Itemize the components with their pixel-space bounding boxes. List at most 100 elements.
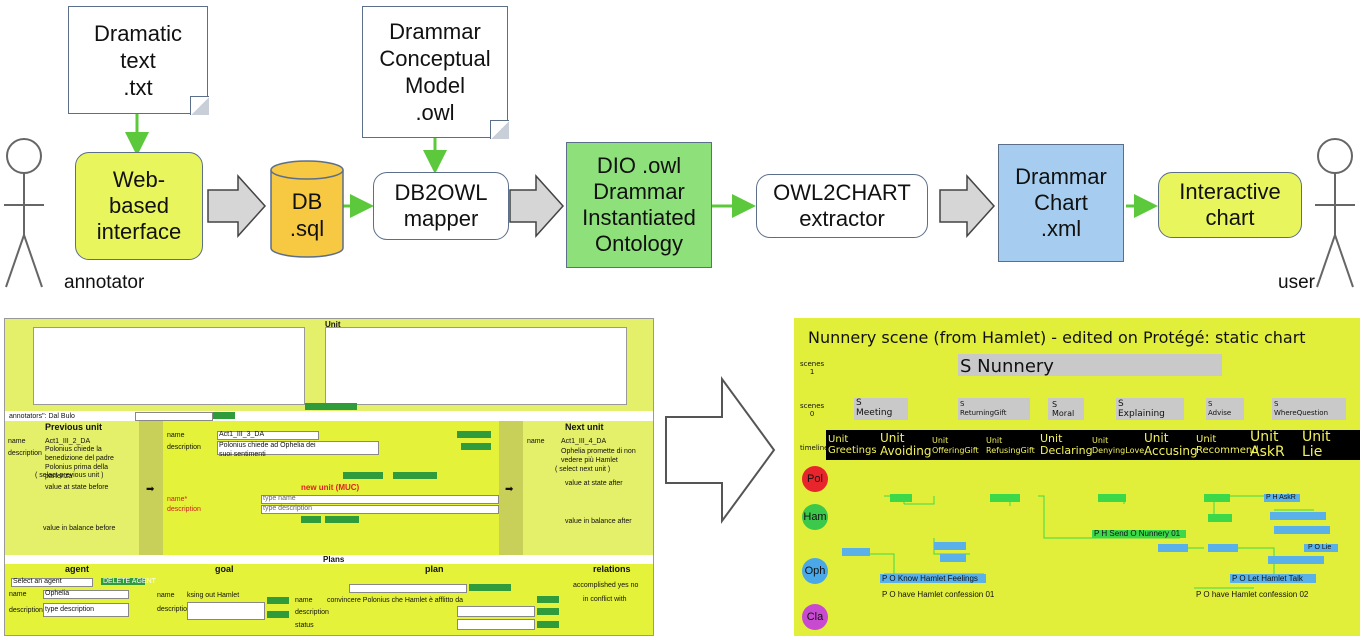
- delete-agent-label: DELETE AGENT: [103, 578, 156, 585]
- select-next[interactable]: ( select next unit ): [555, 466, 611, 473]
- next-name: Act1_III_4_DA: [561, 438, 607, 445]
- next-name-label: name: [527, 438, 545, 445]
- cur-name: Act1_III_3_DA: [219, 431, 265, 438]
- plan-select[interactable]: [349, 584, 467, 593]
- cur-update-2[interactable]: [461, 443, 491, 450]
- timeline-bar: [826, 430, 1360, 460]
- unit-green-button[interactable]: [305, 403, 357, 410]
- oph-bar-5: [1208, 544, 1238, 552]
- subscene-box-3: [1116, 398, 1184, 420]
- next-desc: Ophelia promette di non vedere più Hamle…: [561, 448, 636, 464]
- web-interface-label: Web- based interface: [96, 167, 182, 244]
- interactive-chart-box: Interactive chart: [1158, 172, 1302, 238]
- plan-delete-btn[interactable]: [469, 584, 511, 591]
- next-unit-panel: [523, 421, 653, 561]
- agent-select-label: Select an agent: [13, 578, 62, 585]
- ham-event-5: [1208, 514, 1232, 522]
- unit-text-right: [325, 327, 627, 405]
- plan-header: plan: [425, 564, 444, 574]
- agent-name-value: Ophelia: [45, 590, 70, 597]
- new-clear-btn[interactable]: [301, 516, 321, 523]
- chart-xml-label: Drammar Chart .xml: [1015, 164, 1107, 241]
- plan-field-1[interactable]: [457, 606, 535, 617]
- annotator-input[interactable]: [135, 412, 213, 421]
- goal-name-label: name: [157, 592, 175, 599]
- unit-7: Unit Recommend: [1196, 434, 1259, 456]
- ham-ask-bar: [1264, 494, 1300, 502]
- goal-header: goal: [215, 564, 234, 574]
- unit-2: Unit OfferingGift: [932, 436, 979, 455]
- prev-arrow[interactable]: ➡: [146, 484, 155, 495]
- new-name-field[interactable]: [261, 495, 499, 504]
- dramatic-text-doc: Dramatic text .txt: [68, 6, 209, 115]
- ham-ask-label: P H AskR: [1266, 494, 1296, 501]
- scenes0-label: scenes 0: [800, 402, 825, 418]
- goal-update-2[interactable]: [267, 611, 289, 618]
- interactive-chart-label: Interactive chart: [1179, 179, 1281, 230]
- agent-select[interactable]: [11, 578, 93, 587]
- previous-unit-header: Previous unit: [45, 422, 103, 432]
- know-feelings-label: P O Know Hamlet Feelings: [882, 574, 978, 583]
- ham-bar-3: [1274, 526, 1330, 534]
- agent-cla: Cla: [802, 604, 828, 630]
- scenes1-label: scenes 1: [800, 360, 825, 376]
- plan-update-2[interactable]: [537, 608, 559, 615]
- unit-5: Unit DenyingLove: [1092, 436, 1145, 455]
- plan-update-3[interactable]: [537, 621, 559, 628]
- goal-desc-label: description: [157, 606, 191, 613]
- o-lie-label: P O Lie: [1308, 544, 1332, 551]
- chart-xml-box: Drammar Chart .xml: [998, 144, 1124, 262]
- plan-update-1[interactable]: [537, 596, 559, 603]
- unit-3: Unit RefusingGift: [986, 436, 1035, 455]
- oph-bar-3: [940, 554, 966, 562]
- cur-desc-field[interactable]: [217, 441, 379, 455]
- plans-header: Plans: [323, 555, 345, 564]
- select-prev[interactable]: ( select previous unit ): [35, 472, 104, 479]
- db-label: DB .sql: [289, 189, 325, 241]
- agent-desc-field[interactable]: [43, 603, 129, 617]
- subscene-label-5: S WhereQuestion: [1274, 400, 1329, 417]
- unit-text-left: [33, 327, 305, 405]
- relations-header: relations: [593, 564, 631, 574]
- unit-1: Unit Avoiding: [880, 431, 932, 458]
- pipeline-connectors: [4, 113, 1355, 288]
- ham-event-3: [1098, 494, 1126, 502]
- annotator-update[interactable]: [213, 412, 235, 419]
- cur-update-1[interactable]: [457, 431, 491, 438]
- agent-pol-label: Pol: [807, 473, 823, 485]
- big-outline-arrow: [665, 375, 776, 525]
- prev-name: Act1_III_2_DA: [45, 438, 91, 445]
- annotator-label: annotator: [64, 272, 145, 293]
- db2owl-label: DB2OWL mapper: [394, 180, 488, 231]
- new-name-label: name*: [167, 496, 188, 503]
- agent-name-field[interactable]: [43, 590, 129, 599]
- cur-add-btn-2[interactable]: [393, 472, 437, 479]
- cur-name-field[interactable]: [217, 431, 319, 440]
- subscene-label-2: S Moral: [1052, 400, 1075, 418]
- new-create-btn[interactable]: [325, 516, 359, 523]
- subscene-box-4: [1206, 398, 1244, 420]
- agent-name-label: name: [9, 591, 27, 598]
- values-before: value at state before: [45, 484, 109, 491]
- confession-2-label: P O have Hamlet confession 02: [1196, 590, 1309, 599]
- let-talk-bar: [1230, 574, 1316, 583]
- subscene-box-0: [854, 398, 908, 420]
- agent-oph: Oph: [802, 558, 828, 584]
- next-unit-header: Next unit: [565, 422, 604, 432]
- web-interface-box: Web- based interface: [75, 152, 203, 260]
- goal-desc-field[interactable]: [187, 602, 265, 620]
- new-desc-field[interactable]: [261, 505, 499, 514]
- conceptual-model-doc: Drammar Conceptual Model .owl: [362, 6, 509, 139]
- next-arrow[interactable]: ➡: [505, 484, 514, 495]
- send-nunnery-bar: [1092, 530, 1186, 538]
- oph-bar-1: [842, 548, 870, 556]
- subscene-label-4: S Advise: [1208, 400, 1232, 417]
- cur-desc: Polonius chiede ad Ophelia dei suoi sent…: [219, 442, 316, 458]
- goal-update-1[interactable]: [267, 597, 289, 604]
- annotator-name: annotators": Dal Bulo: [9, 413, 75, 420]
- previous-unit-panel: [5, 421, 140, 561]
- cur-add-btn[interactable]: [343, 472, 383, 479]
- delete-agent-btn[interactable]: [101, 578, 145, 585]
- values-after: value at state after: [565, 480, 623, 487]
- plan-field-2[interactable]: [457, 619, 535, 630]
